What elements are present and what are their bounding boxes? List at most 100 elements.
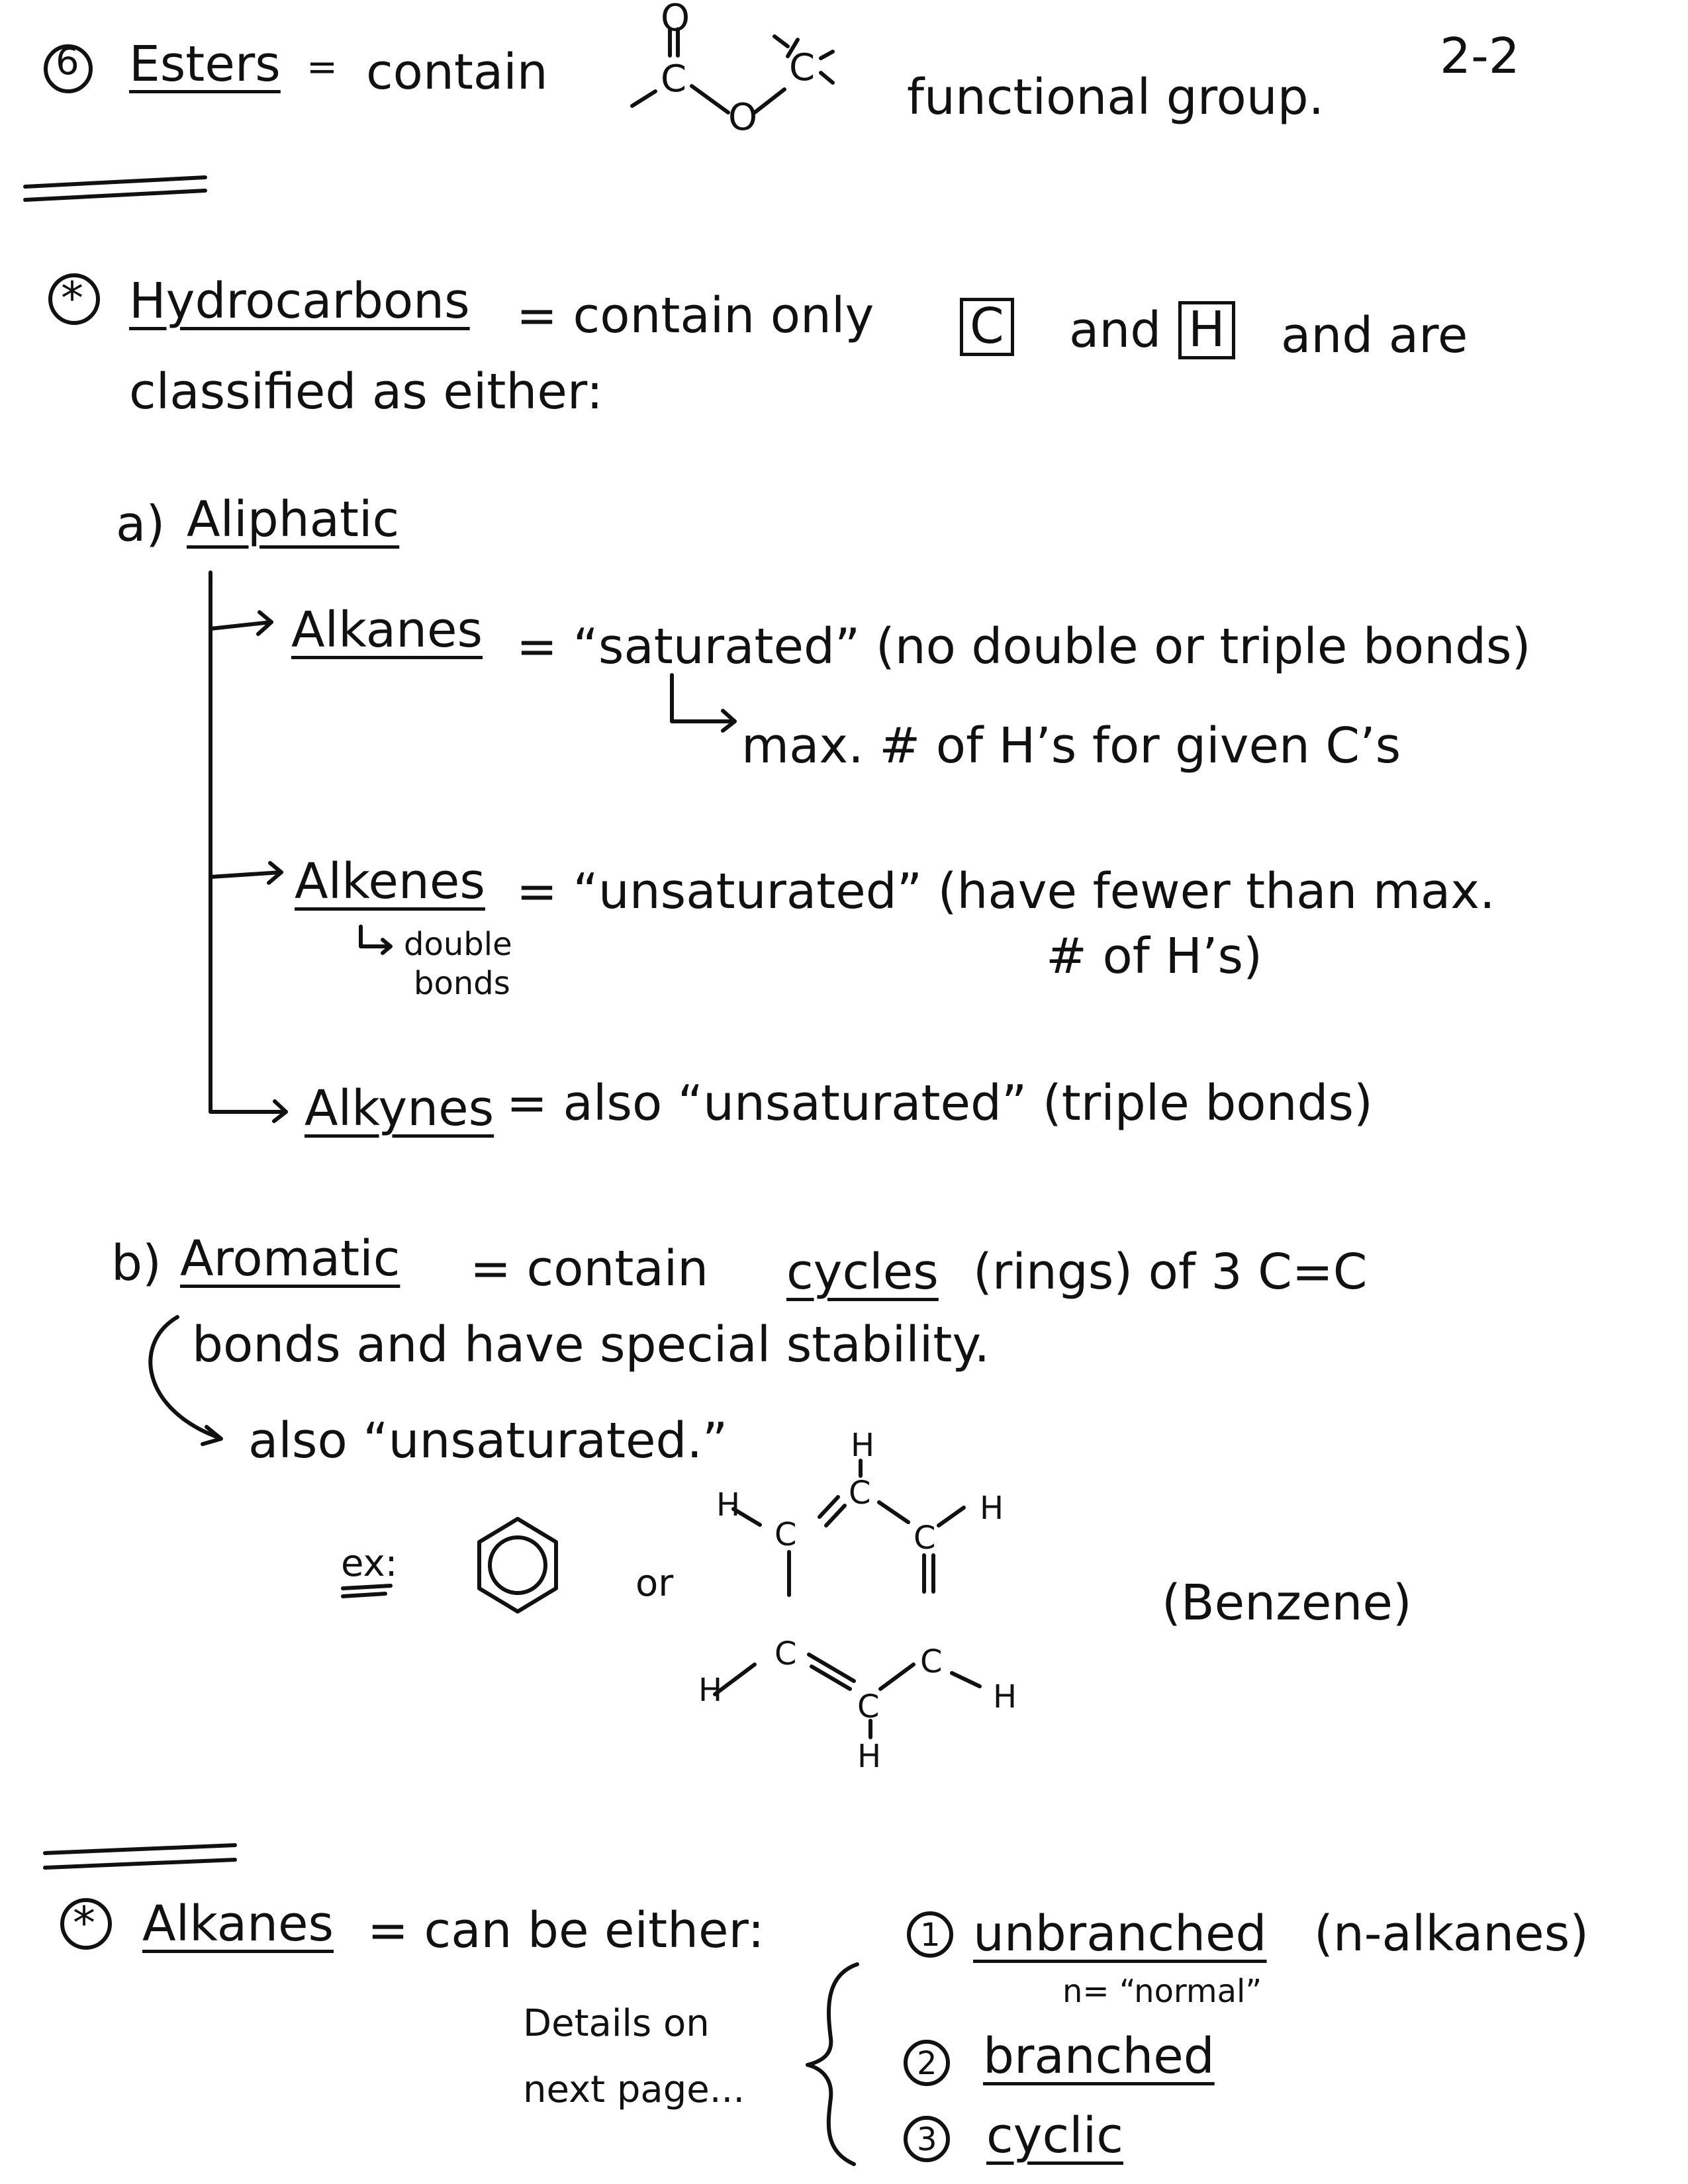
aliphatic-term: Aliphatic [187,491,400,548]
ester-bond-c-upleft [773,34,790,48]
atom-h-ul: H [716,1486,741,1524]
alkanes-note: max. # of H’s for given C’s [741,717,1401,774]
atom-c-ul: C [774,1516,797,1553]
details-line-2: next page... [523,2068,745,2111]
arrowhead-alkenes-note [381,938,393,955]
bond-ctop-cul-a [824,1504,847,1527]
hydrocarbons-line2: classified as either: [129,363,603,420]
arrowhead-alkynes [272,1099,288,1123]
element-box-c: C [960,298,1014,356]
option-cyclic: cyclic [986,2107,1123,2164]
aromatic-cycles: cycles [786,1244,939,1300]
benzene-ring [488,1535,547,1595]
atom-h-bot: H [857,1738,882,1775]
details-line-1: Details on [523,2002,710,2045]
bond-cbot-clr [878,1662,915,1691]
option-1-number: 1 [920,1917,941,1954]
atom-h-ll: H [698,1672,723,1709]
alkanes-section-term: Alkanes [142,1895,334,1952]
option-branched: branched [983,2028,1215,2085]
curly-brace [806,1962,859,2166]
bond-ctop-cul-b [818,1495,840,1519]
hydrocarbons-and-are: and are [1281,307,1468,364]
esters-equals: = [306,46,338,89]
alkenes-note-2: bonds [414,965,510,1002]
or-label: or [635,1562,674,1605]
aromatic-def-rest: (rings) of 3 C=C [973,1244,1368,1300]
ester-struct-o-mid: O [728,96,758,139]
ester-struct-c1: C [661,58,687,101]
esters-group-text: functional group. [907,69,1325,126]
tree-branch-alkanes [209,620,273,631]
arrowhead-alkenes [267,861,283,885]
atom-c-bot: C [857,1688,880,1725]
aliphatic-tree-trunk [209,570,288,1114]
hydrocarbons-box-h: H [1178,301,1235,359]
divider-line-2a [43,1843,237,1855]
option-3-number: 3 [917,2121,937,2158]
option-2-number: 2 [917,2045,937,2082]
bond-clr-hlr [950,1671,982,1688]
alkanes-section-star: * [73,1897,95,1950]
benzene-hexagon [477,1517,558,1614]
alkanes-term: Alkanes [291,602,483,659]
ex-underline-b [341,1592,387,1598]
divider-line-2b [43,1858,237,1870]
esters-contain: contain [366,44,548,101]
ex-underline-a [341,1584,393,1590]
divider-line-1a [23,175,207,189]
example-label: ex: [341,1542,398,1585]
page-number: 2-2 [1440,28,1520,85]
bond-ctop-cur [877,1500,910,1524]
bond-cur-hur [937,1506,966,1527]
arrowhead-aromatic [201,1425,223,1446]
n-normal-note: n= “normal” [1062,1973,1262,2010]
ester-bond-c-right2 [819,50,835,60]
ester-bond-o-c [753,87,786,114]
ester-struct-o-top: O [661,0,690,40]
hydrocarbons-and: and [1069,302,1162,359]
atom-c-top: C [849,1475,871,1512]
atom-c-ur: C [914,1520,936,1557]
aromatic-label: b) [111,1235,162,1292]
bond-cll-cbot-a [807,1653,856,1683]
atom-h-ur: H [980,1490,1004,1527]
bond-cll-cbot-b [810,1664,852,1691]
atom-c-ll: C [774,1635,797,1672]
hydrocarbons-star: * [61,273,83,325]
esters-term: Esters [129,36,281,93]
aromatic-def-eq: = contain [470,1240,709,1297]
ester-bond-c-right [819,71,835,85]
esters-number: 6 [56,40,79,83]
arrowhead-alkanes [256,610,273,636]
benzene-label: (Benzene) [1162,1574,1412,1631]
aliphatic-label: a) [116,496,165,553]
alkenes-term: Alkenes [295,853,485,910]
atom-h-top: H [851,1427,875,1464]
atom-h-lr: H [993,1678,1017,1715]
hydrocarbons-line1: = contain only [516,287,874,344]
ester-bond-left [630,89,657,108]
tree-branch-alkenes [209,870,283,879]
aromatic-line3: also “unsaturated.” [248,1412,728,1469]
arrow-saturated-note [670,673,737,723]
alkynes-term: Alkynes [305,1080,494,1137]
ester-struct-c2: C [789,46,816,89]
arrowhead-saturated-note [721,709,737,733]
ester-bond-c-o [690,84,730,114]
option-unbranched-note: (n-alkanes) [1314,1905,1589,1962]
alkenes-definition: = “unsaturated” (have fewer than max. [516,863,1495,920]
arrow-alkenes-note [359,925,393,948]
alkenes-note-1: double [404,926,512,963]
alkanes-section-either: = can be either: [367,1902,765,1959]
aromatic-line2: bonds and have special stability. [192,1316,990,1373]
element-box-h: H [1178,301,1235,359]
divider-line-1b [23,189,207,202]
alkanes-definition: = “saturated” (no double or triple bonds… [516,618,1531,675]
hydrocarbons-box-c: C [960,298,1014,356]
option-unbranched: unbranched [973,1905,1267,1962]
atom-c-lr: C [920,1643,943,1680]
hydrocarbons-term: Hydrocarbons [129,273,470,330]
aromatic-term: Aromatic [180,1230,400,1287]
alkenes-definition-2: # of H’s) [1046,928,1262,985]
